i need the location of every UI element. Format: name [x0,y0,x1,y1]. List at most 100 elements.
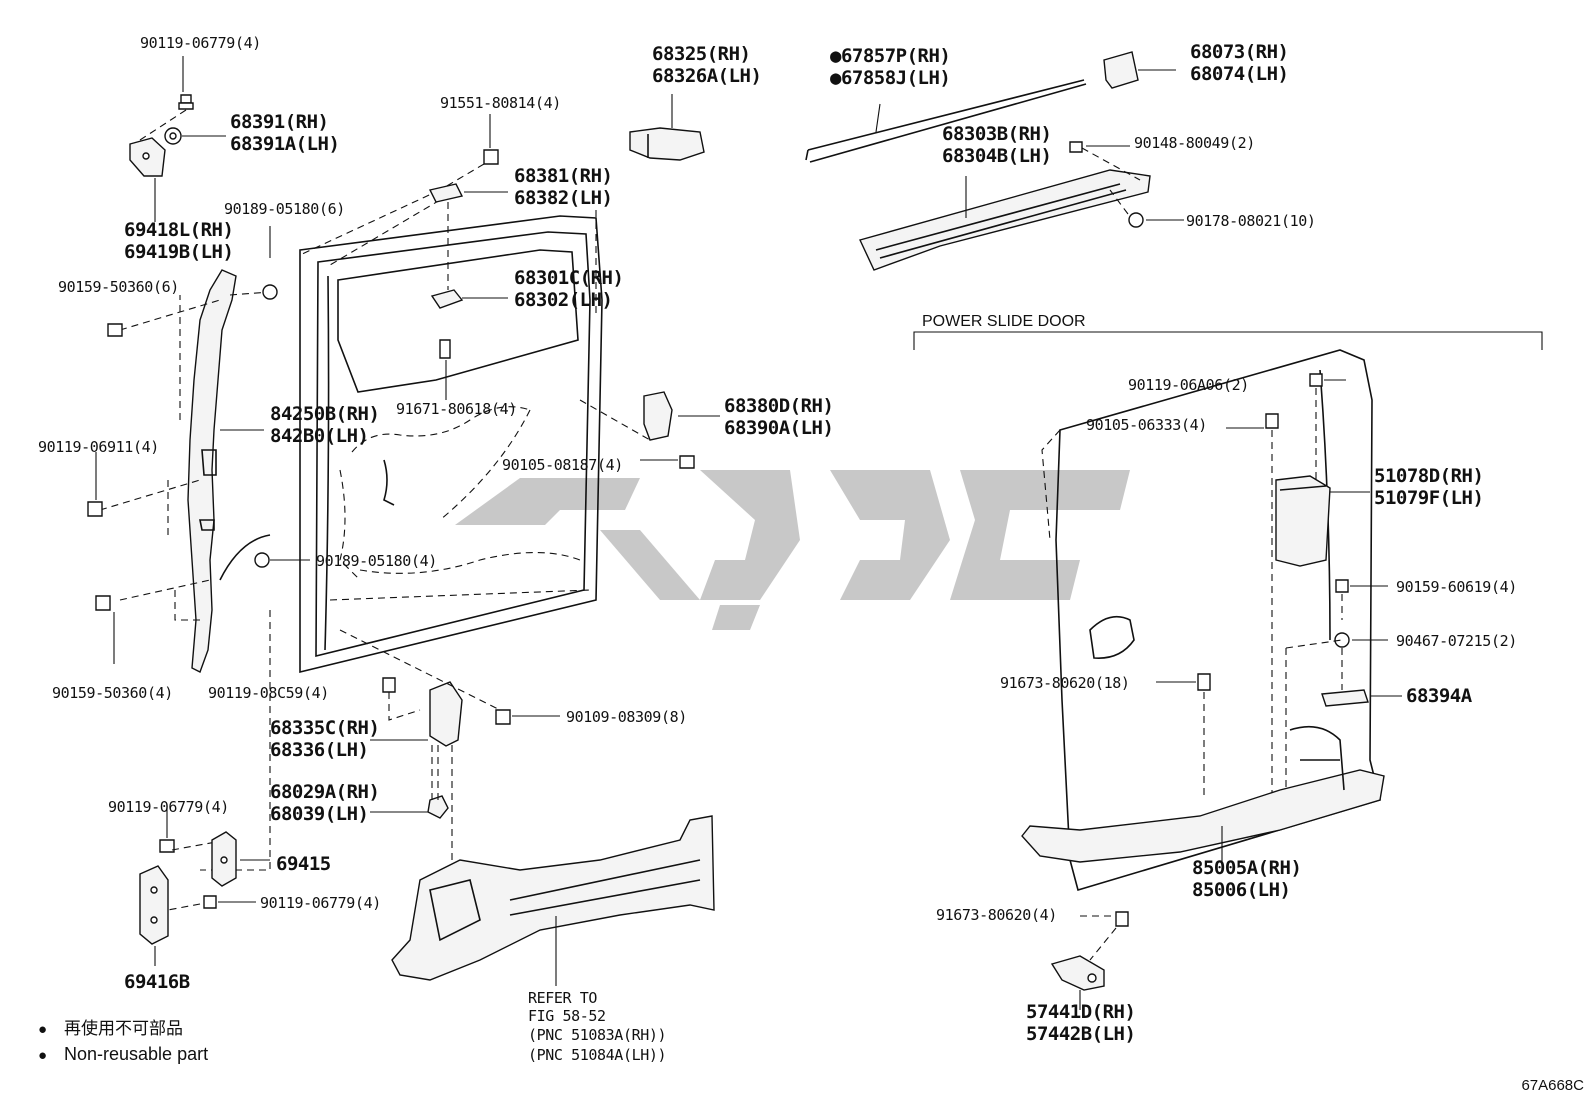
part-callout: 91551-80814(4) [440,94,561,112]
part-callout: 90159-50360(4) [52,684,173,702]
roller-bracket-57441D-shape [1050,955,1105,991]
motor-bracket-shape [1275,475,1331,567]
part-number-label: 90189-05180(6) [224,200,345,218]
screw-icon [107,323,123,337]
part-number-label: 90119-06779(4) [260,894,381,912]
screw-icon [1197,673,1211,691]
part-number-label: 90105-08187(4) [502,456,623,474]
legend-text-jp: 再使用不可部品 [64,1018,183,1038]
door-upper-fittings [299,94,720,725]
part-number-label: 90119-06779(4) [108,798,229,816]
bolt-icon [382,677,396,693]
part-callout: 90105-06333(4) [1086,416,1207,434]
part-number-label: 90159-50360(4) [52,684,173,702]
part-number-label: 68325(RH) [652,43,750,65]
bolt-icon [1265,413,1279,429]
bolt-icon [203,895,217,909]
part-number-label: 91551-80814(4) [440,94,561,112]
part-callout: 90159-50360(6) [58,278,179,296]
bolt-icon [1309,373,1323,387]
part-callout: 68303B(RH)68304B(LH) [942,123,1052,167]
legend: ● 再使用不可部品 ● Non-reusable part [38,1018,208,1064]
screw-icon [483,149,499,165]
part-callout: 90148-80049(2) [1134,134,1255,152]
part-number-label: 57441D(RH) [1026,1001,1135,1023]
part-callout: 90189-05180(4) [316,552,437,570]
part-number-label: 51078D(RH) [1374,465,1483,487]
part-callout: 68381(RH)68382(LH) [514,165,613,209]
part-callout: 90119-06779(4) [260,894,381,912]
bolt-icon [679,455,695,469]
part-callout: 68301C(RH)68302(LH) [514,267,624,311]
part-callout: 68029A(RH)68039(LH) [270,781,380,825]
part-callout: 90109-08309(8) [566,708,687,726]
hinge-roller-shape [427,795,449,819]
part-number-label: 91671-80618(4) [396,400,517,418]
part-callout: 68380D(RH)68390A(LH) [724,395,834,439]
part-callout: 91673-80620(18) [1000,674,1130,692]
part-callout: 90178-08021(10) [1186,212,1316,230]
part-callout: 51078D(RH)51079F(LH) [1374,465,1484,509]
part-callout: 90119-06779(4) [108,798,229,816]
part-number-label: 69418L(RH) [124,219,233,241]
part-callout: 69418L(RH)69419B(LH) [124,219,234,263]
part-number-label: 85006(LH) [1192,879,1290,901]
screw-icon [439,339,451,359]
nut-icon [1128,212,1144,228]
part-callout: 68391(RH)68391A(LH) [230,111,340,155]
part-number-label: 68390A(LH) [724,417,833,439]
part-number-label: 68381(RH) [514,165,612,187]
watermark-logo [455,470,1130,630]
part-number-label: 68326A(LH) [652,65,761,87]
bolt-icon [95,595,111,611]
screw-icon [1069,141,1083,153]
bolt-icon [495,709,511,725]
refer-note-line: REFER TO [528,989,597,1007]
part-number-label: 85005A(RH) [1192,857,1301,879]
part-number-label: 68039(LH) [270,803,368,825]
part-number-label: 69416B [124,971,190,993]
part-number-label: 68391A(LH) [230,133,339,155]
part-number-label: 68394A [1406,685,1473,707]
legend-marker: ● [38,1047,47,1064]
lower-rail-shape [391,815,715,981]
part-number-label: 84250B(RH) [270,403,379,425]
part-number-label: 90119-06779(4) [140,34,261,52]
part-number-label: 90119-06911(4) [38,438,159,456]
part-number-label: 842B0(LH) [270,425,368,447]
part-number-label: ●67857P(RH) [830,45,950,67]
part-number-label: 91673-80620(4) [936,906,1057,924]
part-number-label: 90159-60619(4) [1396,578,1517,596]
part-callout: ●67857P(RH)●67858J(LH) [830,45,951,89]
part-number-label: 68301C(RH) [514,267,623,289]
bolt-icon [1335,579,1349,593]
part-number-label: 68336(LH) [270,739,368,761]
part-callout: 85005A(RH)85006(LH) [1192,857,1302,901]
part-callout: 90105-08187(4) [502,456,623,474]
part-number-label: 90119-08C59(4) [208,684,329,702]
part-callout: 90119-06779(4) [140,34,261,52]
part-number-label: 68391(RH) [230,111,328,133]
refer-note: REFER TO FIG 58-52 (PNC 51083A(RH)) (PNC… [528,989,666,1064]
hinge-upper-shape [429,681,463,747]
part-number-label: 90119-06A06(2) [1128,376,1249,394]
part-callout: 91671-80618(4) [396,400,517,418]
part-number-label: 68029A(RH) [270,781,379,803]
pad-68394A-shape [1321,689,1369,707]
door-hinge-rh-shape [643,391,673,441]
bolt-icon [87,501,103,517]
part-number-label: 68073(RH) [1190,41,1288,63]
refer-note-line: FIG 58-52 [528,1007,606,1025]
part-number-label: 90109-08309(8) [566,708,687,726]
part-number-label: 57442B(LH) [1026,1023,1135,1045]
section-heading: POWER SLIDE DOOR [922,313,1086,330]
part-callout: 57441D(RH)57442B(LH) [1026,1001,1136,1045]
left-pillar-assembly [87,56,463,966]
pillar-garnish-shape [187,269,237,673]
part-number-label: 68382(LH) [514,187,612,209]
nut-icon [164,127,182,145]
part-number-label: 90159-50360(6) [58,278,179,296]
lower-trim-85005A-shape [1021,769,1385,863]
part-callout: 91673-80620(4) [936,906,1057,924]
part-callout: 90119-06911(4) [38,438,159,456]
